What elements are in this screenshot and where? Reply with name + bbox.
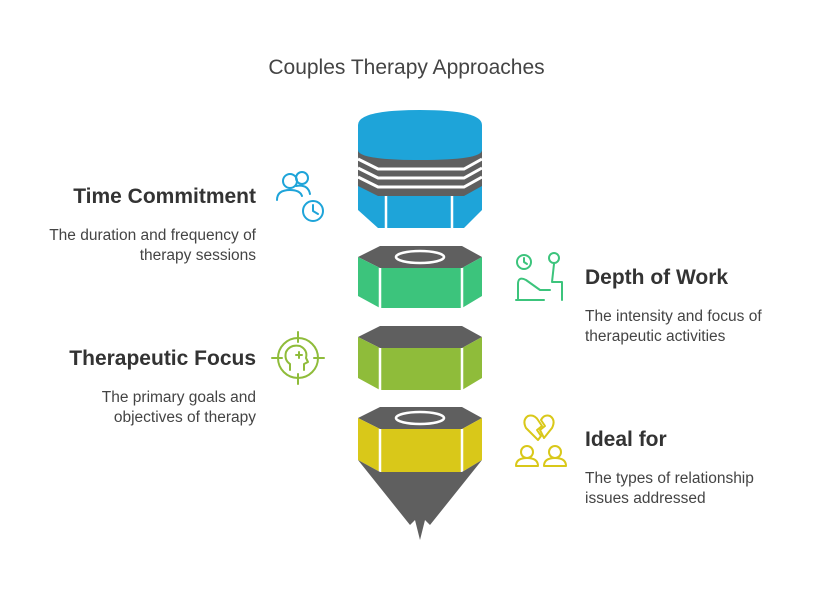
segment-ideal-for — [358, 407, 482, 540]
description-time-commitment: The duration and frequency of therapy se… — [49, 227, 256, 264]
segment-depth-of-work — [358, 246, 482, 308]
heading-time-commitment: Time Commitment — [73, 185, 256, 208]
heading-therapeutic-focus: Therapeutic Focus — [69, 347, 256, 370]
diagram-title: Couples Therapy Approaches — [268, 56, 545, 79]
users-clock-icon — [276, 171, 324, 222]
therapist-session-icon — [515, 252, 563, 301]
description-depth-of-work: The intensity and focus of therapeutic a… — [585, 308, 762, 345]
description-ideal-for: The types of relationship issues address… — [585, 470, 754, 507]
heading-depth-of-work: Depth of Work — [585, 266, 729, 289]
target-mind-icon — [271, 331, 325, 385]
segment-time-commitment — [357, 110, 483, 228]
broken-heart-couple-icon — [515, 414, 567, 467]
heading-ideal-for: Ideal for — [585, 428, 667, 451]
description-therapeutic-focus: The primary goals and objectives of ther… — [101, 389, 256, 426]
segment-therapeutic-focus — [358, 326, 482, 390]
